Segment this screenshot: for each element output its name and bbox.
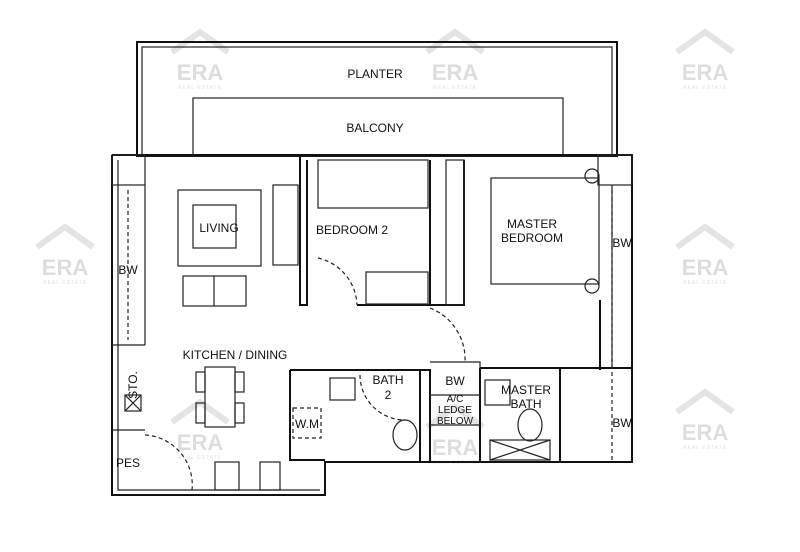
basin-master-bath [484,379,511,406]
watermark-logo: ERA [682,255,729,280]
label-ac-ledge: LEDGE [438,405,472,416]
toilet-master-bath [517,408,543,442]
watermark-logo: ERA [42,255,89,280]
store-box [124,394,142,412]
label-washing-machine: W.M [295,417,319,431]
washing-machine [292,407,322,439]
bed2 [317,159,429,209]
watermark-roof-icon [425,403,485,430]
bed2-wardrobe [365,271,429,305]
label-ac-ledge: BELOW [437,416,474,427]
label-bath2: 2 [385,388,392,402]
watermark-subtitle: REAL ESTATE [43,280,87,286]
label-balcony: BALCONY [346,121,403,135]
living-table-outer [177,189,262,267]
shower-tray [489,439,551,461]
label-master-bath: BATH [510,397,541,411]
label-master-bath: MASTER [501,383,551,397]
watermark-subtitle: REAL ESTATE [683,85,727,91]
watermark-roof-icon [675,28,735,55]
dining-table [204,366,236,428]
lamp-icon [584,168,600,184]
watermark-logo: ERA [682,420,729,445]
room-labels: PLANTER BALCONY LIVING BEDROOM 2 MASTER … [116,67,632,470]
label-kitchen-dining: KITCHEN / DINING [183,348,288,362]
label-store: STO. [126,371,140,399]
armchair [272,184,299,266]
watermark-logo: ERA [177,60,224,85]
interior-walls [112,155,632,462]
watermark-roof-icon [675,388,735,415]
label-bedroom2: BEDROOM 2 [316,223,388,237]
label-bw-right-bottom: BW [612,416,632,430]
furniture [124,159,600,491]
stove [259,461,281,491]
watermark-logo: ERA [432,60,479,85]
label-planter: PLANTER [347,67,403,81]
watermark-roof-icon [35,223,95,250]
watermark-subtitle: REAL ESTATE [683,280,727,286]
watermark-roof-icon [425,28,485,55]
lamp-icon [584,278,600,294]
watermark-roof-icon [675,223,735,250]
watermark-subtitle: REAL ESTATE [683,445,727,451]
living-table-inner [192,204,237,249]
label-bw-center: BW [445,374,465,388]
watermark-subtitle: REAL ESTATE [178,85,222,91]
label-ac-ledge: A/C [447,394,464,405]
watermark-subtitle: REAL ESTATE [178,455,222,461]
master-bed [490,177,600,285]
watermark-logo: ERA [682,60,729,85]
label-master-bedroom: MASTER [507,217,557,231]
label-living: LIVING [199,221,238,235]
label-bath2: BATH [372,373,403,387]
toilet-bath2 [392,419,418,451]
label-bw-left: BW [118,263,138,277]
watermark-subtitle: REAL ESTATE [433,85,477,91]
label-bw-right-top: BW [612,236,632,250]
label-master-bedroom: BEDROOM [501,231,563,245]
watermark-logo: ERA [177,430,224,455]
basin-bath2 [329,377,356,401]
exterior-walls [111,154,633,496]
sink [214,461,240,491]
label-pes: PES [116,456,140,470]
watermark-roof-icon [170,28,230,55]
wardrobe [445,159,465,306]
watermark-logo: ERA [432,435,479,460]
door-swings [127,190,613,491]
watermark-roof-icon [170,398,230,425]
